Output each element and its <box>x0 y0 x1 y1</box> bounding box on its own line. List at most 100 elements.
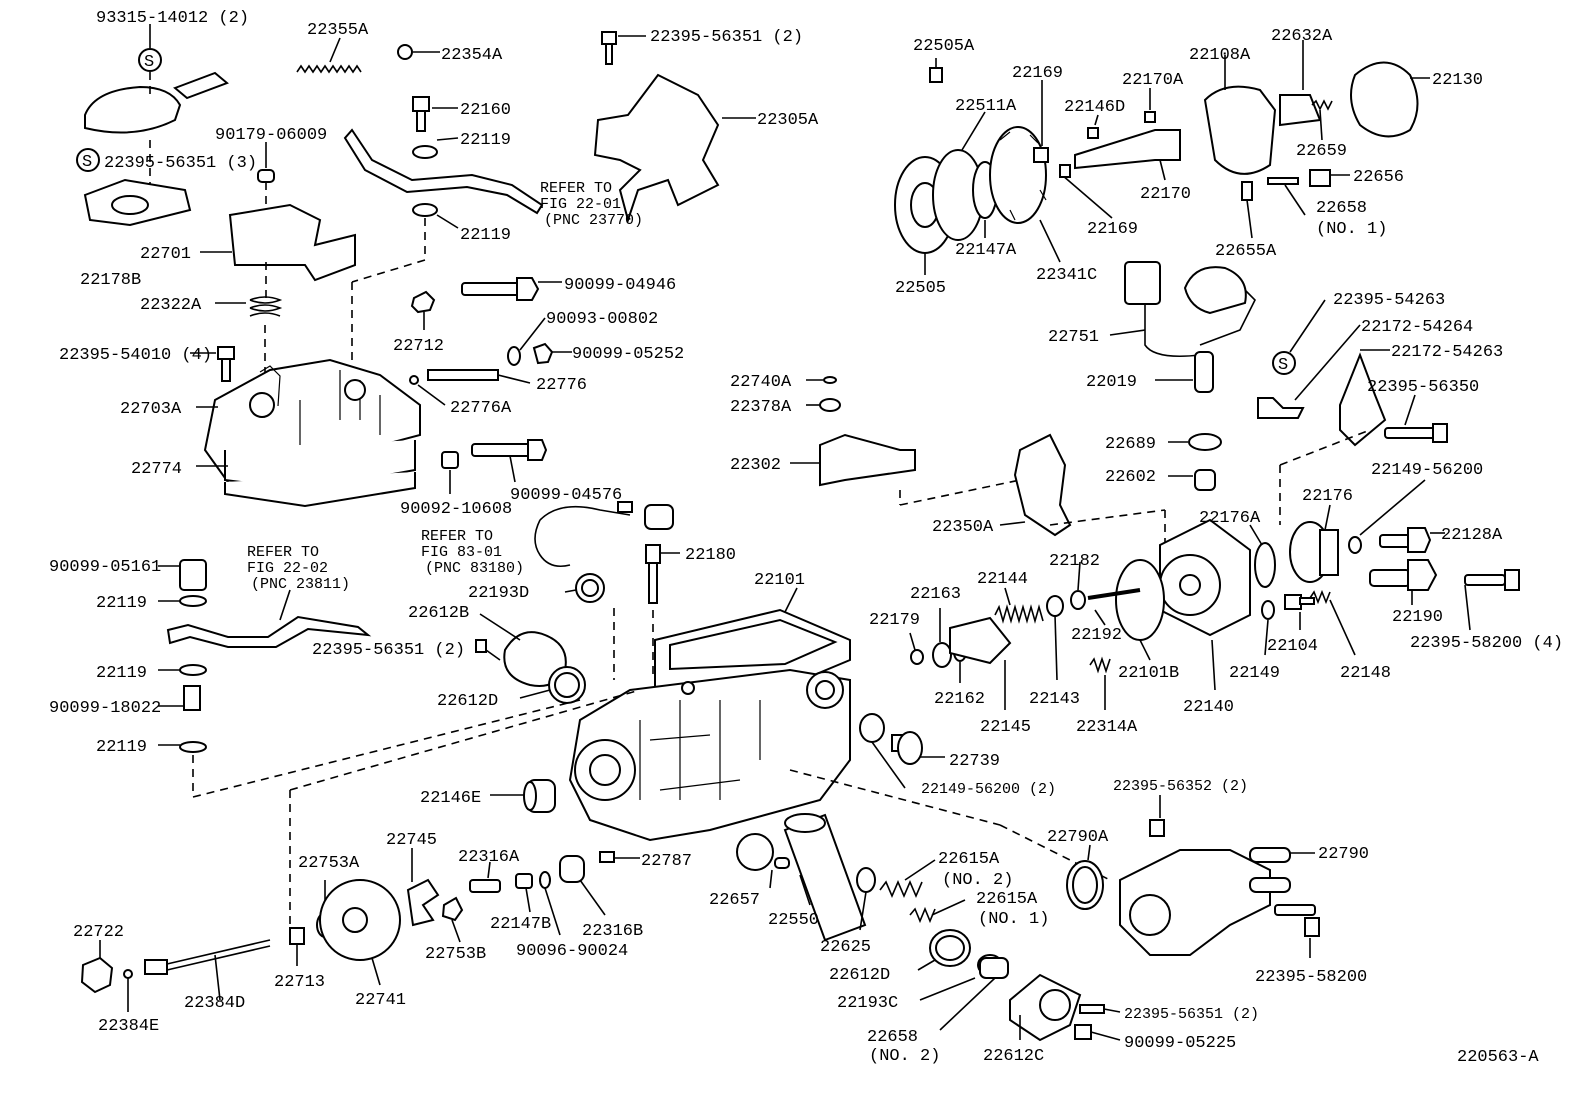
pin-22658 <box>1267 177 1299 185</box>
screw-22787 <box>599 851 615 863</box>
cap-22019 <box>1183 266 1247 315</box>
label-22395-58200: 22395-58200 <box>1255 968 1367 987</box>
label-22170: 22170 <box>1140 185 1191 204</box>
label-22162: 22162 <box>934 690 985 709</box>
s-symbol-icon <box>138 48 162 72</box>
label-22395-58200-4: 22395-58200 (4) <box>1410 634 1563 653</box>
pin-22655a <box>1241 181 1253 201</box>
nut-90099-05252 <box>532 342 554 365</box>
label-22378a: 22378A <box>730 398 792 417</box>
gear-22341c <box>989 126 1047 224</box>
bolt-90099-18022 <box>183 685 201 711</box>
label-22128a: 22128A <box>1441 526 1503 545</box>
label-22169-a: 22169 <box>1012 64 1063 83</box>
nut-90099-05225 <box>1074 1024 1092 1040</box>
washer-22384e <box>123 969 133 979</box>
wire-22355a <box>296 64 362 74</box>
label-22602: 22602 <box>1105 468 1156 487</box>
label-22305a: 22305A <box>757 111 819 130</box>
label-22193d: 22193D <box>468 584 529 603</box>
filter-22602 <box>1194 469 1216 491</box>
label-22119-e: 22119 <box>96 738 147 757</box>
seal-22101b <box>1115 559 1165 641</box>
label-22612c: 22612C <box>983 1047 1044 1066</box>
label-22712: 22712 <box>393 337 444 356</box>
label-22722: 22722 <box>73 923 124 942</box>
washer-22149 <box>1261 600 1275 620</box>
label-22101b: 22101B <box>1118 664 1179 683</box>
bolt-90099-04576 <box>471 443 533 457</box>
label-22314a: 22314A <box>1076 718 1138 737</box>
stud-22776 <box>427 369 499 381</box>
label-refer-2a: REFER TO <box>247 544 319 561</box>
label-22178b: 22178B <box>80 271 141 290</box>
label-90179-06009: 90179-06009 <box>215 126 327 145</box>
label-22149-56200: 22149-56200 <box>1371 461 1483 480</box>
label-22176a: 22176A <box>1199 509 1261 528</box>
wire-ref-83-01 <box>534 505 631 568</box>
washer-22149-56200-2 <box>859 713 885 743</box>
bolt-22104 <box>1284 594 1302 610</box>
nut-22722 <box>80 956 114 994</box>
bolt-22395-56352 <box>1149 819 1165 837</box>
bolt-22395-56351-c <box>1079 1004 1105 1014</box>
label-22395-56351-2a: 22395-56351 (2) <box>650 28 803 47</box>
label-22101: 22101 <box>754 571 805 590</box>
label-22395-54263: 22395-54263 <box>1333 291 1445 310</box>
ring-22740a <box>823 376 837 384</box>
bracket-22305a <box>593 73 720 224</box>
cup-22143 <box>1046 595 1064 617</box>
plate-22350a <box>1013 433 1072 537</box>
bushing-22316b <box>559 855 585 883</box>
label-22612d-b: 22612D <box>829 966 890 985</box>
label-22612d-a: 22612D <box>437 692 498 711</box>
label-22108a: 22108A <box>1189 46 1251 65</box>
label-22140: 22140 <box>1183 698 1234 717</box>
ring-22689 <box>1188 433 1222 451</box>
label-22144: 22144 <box>977 570 1028 589</box>
washer-22119 <box>412 145 438 159</box>
cap-22656 <box>1309 169 1331 187</box>
bolt-22395-56351-b <box>475 639 487 653</box>
label-refer-2b: FIG 22-02 <box>247 560 328 577</box>
label-22119-c: 22119 <box>96 594 147 613</box>
label-22354a: 22354A <box>441 46 503 65</box>
label-22395-56351-2c: 22395-56351 (2) <box>1124 1006 1259 1023</box>
washer-22753b <box>441 896 464 922</box>
label-22104: 22104 <box>1267 637 1318 656</box>
label-22119-d: 22119 <box>96 664 147 683</box>
washer-22182 <box>1070 590 1086 610</box>
part-labels: 93315-14012 (2) 22355A 22354A 22395-5635… <box>49 9 1563 1067</box>
label-22790: 22790 <box>1318 845 1369 864</box>
plug-22658-2 <box>979 957 1009 979</box>
screw-22505a <box>929 67 943 83</box>
ring-22176a <box>1254 542 1276 588</box>
cap-90099-05161 <box>179 559 207 591</box>
lever-sensor-group: S S <box>76 24 229 227</box>
seal-22776a <box>409 375 419 385</box>
bushing-22147b <box>515 873 533 889</box>
label-refer-1a: REFER TO <box>540 180 612 197</box>
label-22615a-no1-sub: (NO. 1) <box>978 910 1049 929</box>
label-22505a: 22505A <box>913 37 975 56</box>
label-22658-no2: 22658 <box>867 1028 918 1047</box>
key-22146d <box>1087 127 1099 139</box>
label-22745: 22745 <box>386 831 437 850</box>
bracket-22701 <box>228 203 356 282</box>
bolt-22395-56351 <box>601 31 617 45</box>
label-22169-b: 22169 <box>1087 220 1138 239</box>
label-22182: 22182 <box>1049 552 1100 571</box>
label-22658-no1-sub: (NO. 1) <box>1316 220 1387 239</box>
washer-22119-c <box>179 595 207 607</box>
label-22170a: 22170A <box>1122 71 1184 90</box>
label-22703a: 22703A <box>120 400 182 419</box>
sensor-22180 <box>645 544 661 564</box>
label-22163: 22163 <box>910 585 961 604</box>
bracket-22172-54264 <box>1257 397 1305 419</box>
label-22341c: 22341C <box>1036 266 1097 285</box>
spring-22322a <box>249 296 283 317</box>
label-22130: 22130 <box>1432 71 1483 90</box>
label-22192: 22192 <box>1071 626 1122 645</box>
s-symbol-3: S <box>1278 356 1288 375</box>
